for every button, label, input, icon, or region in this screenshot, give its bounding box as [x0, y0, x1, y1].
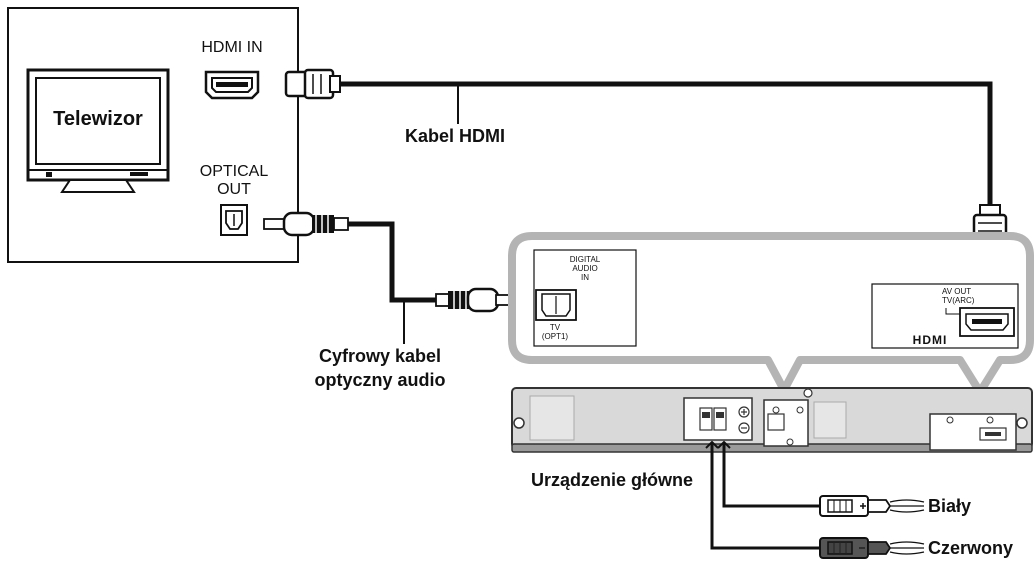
hdmi-logo: HDMI: [913, 333, 948, 347]
speaker-wire-red: [705, 440, 925, 559]
digital-audio-in-label-2: AUDIO: [572, 264, 597, 273]
tv-label: Telewizor: [53, 108, 143, 130]
hdmi-in-label: HDMI IN: [201, 39, 262, 56]
optical-plug-unit-icon: [435, 287, 517, 313]
screw-icon: [1016, 417, 1028, 429]
tv-opt-label-1: TV: [550, 323, 561, 332]
unit-hdmi-panel: [929, 413, 1017, 451]
hdmi-port-icon: [204, 70, 260, 100]
main-unit-rear: [511, 387, 1033, 453]
hdmi-plug-tv-icon: [284, 68, 341, 100]
optical-plug-tv-icon: [263, 211, 349, 237]
screw-icon: [803, 388, 813, 398]
hdmi-cable-label: Kabel HDMI: [405, 126, 505, 146]
av-out-hdmi-panel: AV OUT TV(ARC) HDMI: [871, 283, 1019, 349]
tv-icon: [26, 68, 170, 193]
digital-audio-in-label-3: IN: [581, 273, 589, 282]
red-plug-icon: [819, 537, 925, 559]
hdmi-output-port-icon: [959, 307, 1015, 337]
tv-opt-label-2: (OPT1): [542, 332, 569, 341]
optical-port-icon: [220, 204, 248, 236]
optical-out-label-line1: OPTICAL: [200, 163, 269, 180]
digital-audio-in-label-1: DIGITAL: [570, 255, 601, 264]
unit-optical-panel: [763, 399, 809, 447]
optical-cable: [263, 211, 517, 313]
rear-panel-callout: [508, 232, 1034, 396]
speaker-wire-white: [717, 440, 925, 517]
speaker-terminal-panel: [683, 397, 753, 441]
digital-audio-in-panel: DIGITAL AUDIO IN TV (OPT1): [533, 249, 637, 347]
optical-cable-label-line1: Cyfrowy kabel: [319, 346, 441, 366]
optical-out-label-line2: OUT: [217, 181, 251, 198]
optical-input-icon: [535, 289, 577, 321]
white-plug-icon: [819, 495, 925, 517]
screw-icon: [513, 417, 525, 429]
red-wire-label: Czerwony: [928, 538, 1013, 558]
main-unit-label: Urządzenie główne: [531, 470, 693, 490]
white-wire-label: Biały: [928, 496, 971, 516]
av-out-label-1: AV OUT: [942, 287, 971, 296]
av-out-label-2: TV(ARC): [942, 296, 975, 305]
optical-cable-label-line2: optyczny audio: [314, 370, 445, 390]
